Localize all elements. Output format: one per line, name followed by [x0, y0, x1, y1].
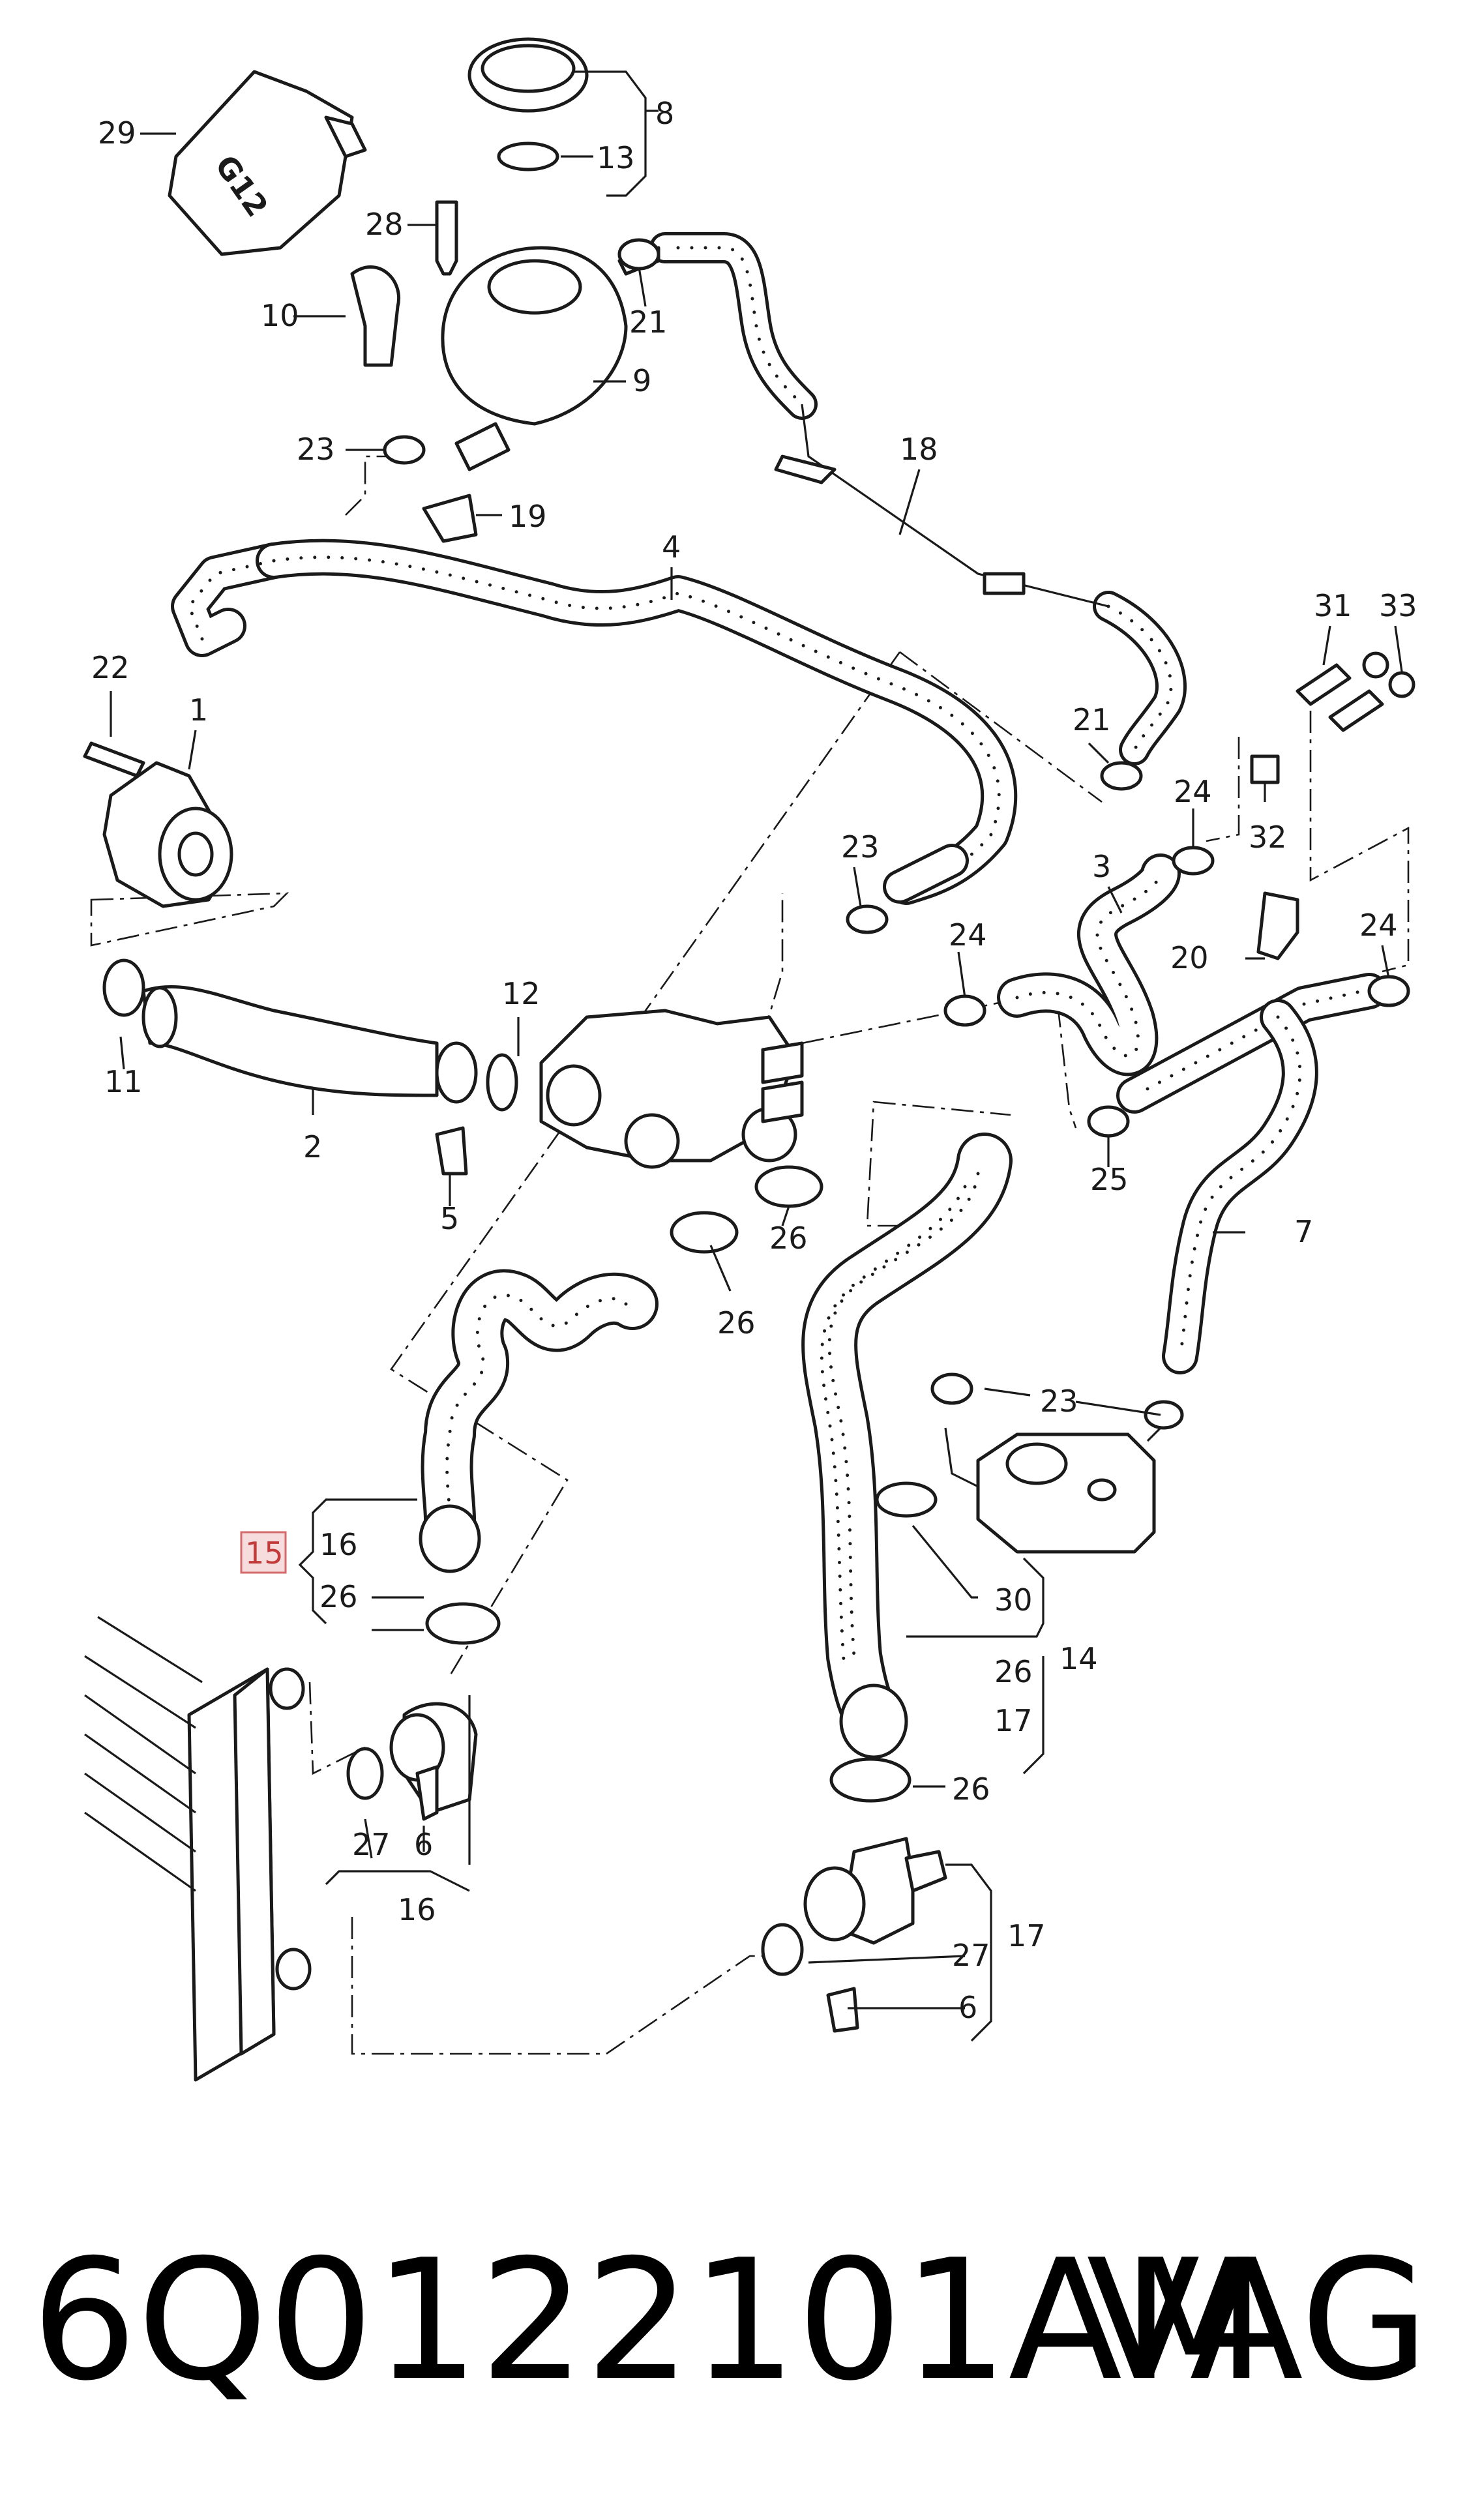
callout-4: 4	[662, 529, 681, 565]
callout-9: 9	[632, 363, 651, 398]
clip-19	[422, 494, 478, 543]
callout-labels: 29 8 13 28 10 21 9 23 19 18 4 31 33 22 1…	[91, 96, 1417, 2025]
fittings-right	[1250, 651, 1415, 960]
callout-18: 18	[900, 432, 938, 467]
coolant-bottle: G12	[168, 70, 367, 256]
callout-26-e: 26	[952, 1771, 990, 1807]
hose-14	[801, 1133, 1013, 1749]
callout-30: 30	[994, 1582, 1033, 1618]
brand-name: VAG	[1086, 2224, 1429, 2418]
pipe-18	[801, 404, 1109, 608]
callout-32: 32	[1249, 820, 1287, 855]
callout-12: 12	[502, 976, 541, 1011]
callout-26-c: 26	[319, 1579, 358, 1614]
callout-19: 19	[509, 499, 547, 534]
callout-26-b: 26	[717, 1305, 756, 1341]
expansion-tank	[441, 246, 660, 471]
callout-27-left: 27	[352, 1827, 391, 1862]
callout-21-mid: 21	[1073, 702, 1111, 737]
hose-7	[1116, 973, 1387, 1374]
bolt-28	[435, 200, 458, 276]
callout-6-left: 6	[414, 1827, 433, 1862]
t-connector-17	[761, 1837, 947, 2033]
part-number: 6Q0122101AM	[31, 2224, 1266, 2418]
highlight-label: 15	[245, 1535, 284, 1571]
callout-29: 29	[98, 115, 136, 151]
callout-6-right: 6	[958, 1990, 977, 2025]
oil-cooler	[944, 1401, 1175, 1554]
callout-16-lower: 16	[398, 1892, 436, 1927]
bracket-10	[350, 265, 400, 367]
callout-23-top: 23	[297, 432, 335, 467]
callout-5: 5	[440, 1201, 459, 1236]
callout-17-lower: 17	[1007, 1918, 1046, 1953]
pipe-2	[141, 985, 478, 1104]
callout-3: 3	[1092, 849, 1111, 884]
reservoir-cap	[467, 37, 589, 171]
callout-7: 7	[1294, 1214, 1313, 1249]
callout-21-top: 21	[629, 304, 668, 340]
callout-24-right: 24	[1359, 908, 1398, 943]
hose-16	[421, 1269, 659, 1545]
thermostat-housing	[539, 1009, 804, 1169]
callout-1: 1	[189, 692, 208, 728]
small-clamps	[383, 238, 1410, 1430]
oring-12	[486, 1053, 518, 1112]
water-pump	[83, 741, 233, 908]
callout-17-upper: 17	[994, 1703, 1033, 1738]
callout-14: 14	[1060, 1641, 1098, 1676]
oring-11	[102, 958, 145, 1017]
parts: G12	[83, 37, 1415, 2082]
callout-11: 11	[104, 1064, 143, 1099]
callout-22: 22	[91, 650, 130, 685]
callout-23-low: 23	[1040, 1384, 1078, 1419]
callout-16-upper: 16	[319, 1527, 358, 1562]
callout-26-a: 26	[769, 1221, 808, 1256]
footer: 6Q0122101AM VAG	[0, 2197, 1467, 2432]
callout-23-mid: 23	[841, 829, 880, 865]
callout-2: 2	[303, 1129, 322, 1164]
clip-5	[435, 1126, 468, 1176]
radiator	[84, 1616, 312, 2082]
hose-overflow	[649, 232, 1187, 765]
callout-24-upper: 24	[1174, 774, 1212, 809]
callout-28: 28	[365, 207, 404, 242]
hose-3	[997, 853, 1181, 1076]
callout-10: 10	[261, 298, 299, 333]
clamp-30	[875, 1481, 938, 1518]
highlight-callout-15[interactable]: 15	[240, 1531, 287, 1574]
callout-8: 8	[655, 96, 674, 131]
callout-25: 25	[1090, 1162, 1129, 1197]
callout-13: 13	[597, 140, 635, 175]
hose-clamps	[419, 1165, 911, 1803]
callout-31: 31	[1314, 588, 1352, 623]
callout-27-right: 27	[952, 1938, 990, 1973]
leader-lines	[110, 70, 1403, 2042]
callout-26-d: 26	[994, 1654, 1033, 1689]
hose-short	[883, 844, 969, 904]
coolant-system-exploded-diagram: G12	[83, 37, 1417, 2082]
hoses	[171, 232, 1387, 1749]
callout-20: 20	[1170, 940, 1209, 975]
callout-33: 33	[1379, 588, 1417, 623]
connector-16	[346, 1702, 478, 1821]
callout-24-mid: 24	[949, 917, 987, 953]
hose-4	[171, 539, 1018, 905]
